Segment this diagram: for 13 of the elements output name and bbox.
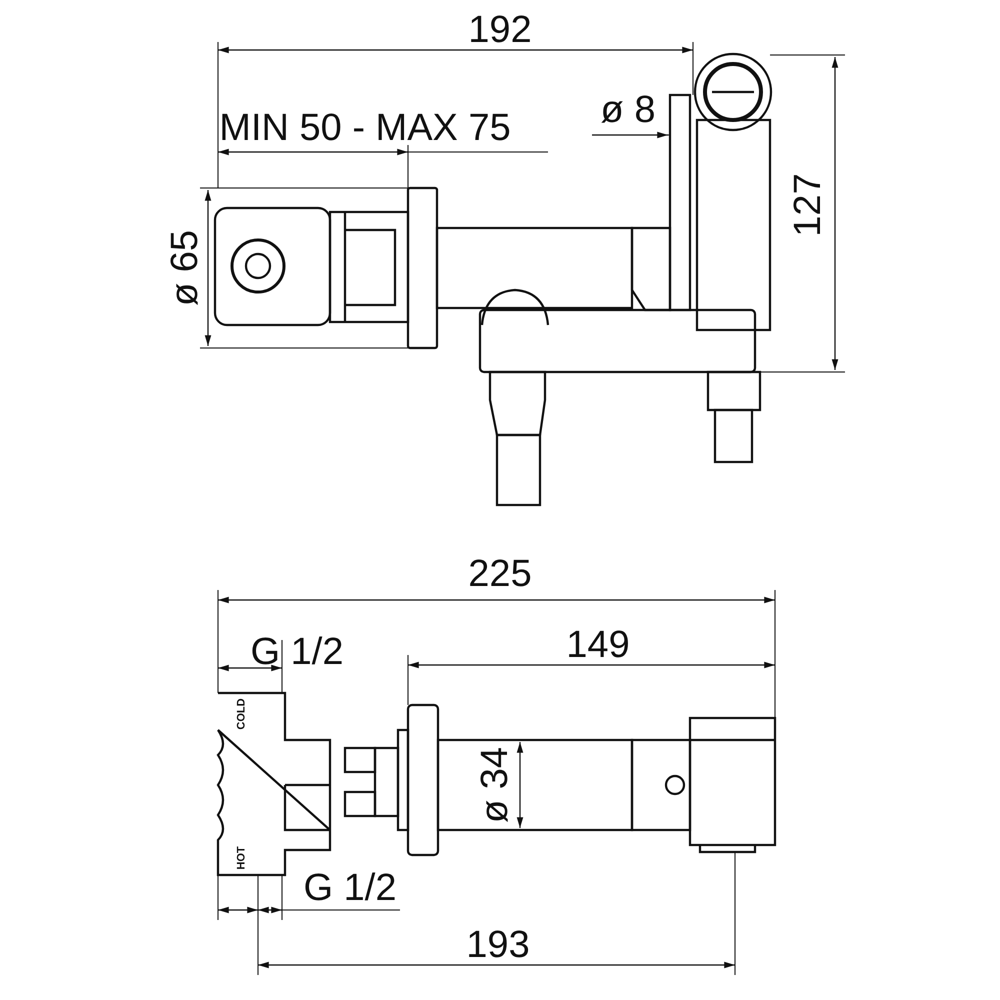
dimension-value: 193 <box>466 926 530 964</box>
dimension-value: 127 <box>789 173 827 237</box>
dimension-value: 225 <box>468 555 532 593</box>
thread-size: G 1/2 <box>250 633 344 671</box>
dimension-value: 149 <box>566 626 630 664</box>
diameter-value: ø 8 <box>600 91 656 129</box>
thread-size: G 1/2 <box>304 869 396 907</box>
diameter-value: ø 34 <box>476 746 514 824</box>
dimension-value: 192 <box>468 11 532 49</box>
dimension-value: MIN 50 - MAX 75 <box>219 109 511 147</box>
inlet-marking: COLD <box>236 698 248 730</box>
inlet-marking: HOT <box>236 846 248 870</box>
diameter-value: ø 65 <box>166 230 204 306</box>
